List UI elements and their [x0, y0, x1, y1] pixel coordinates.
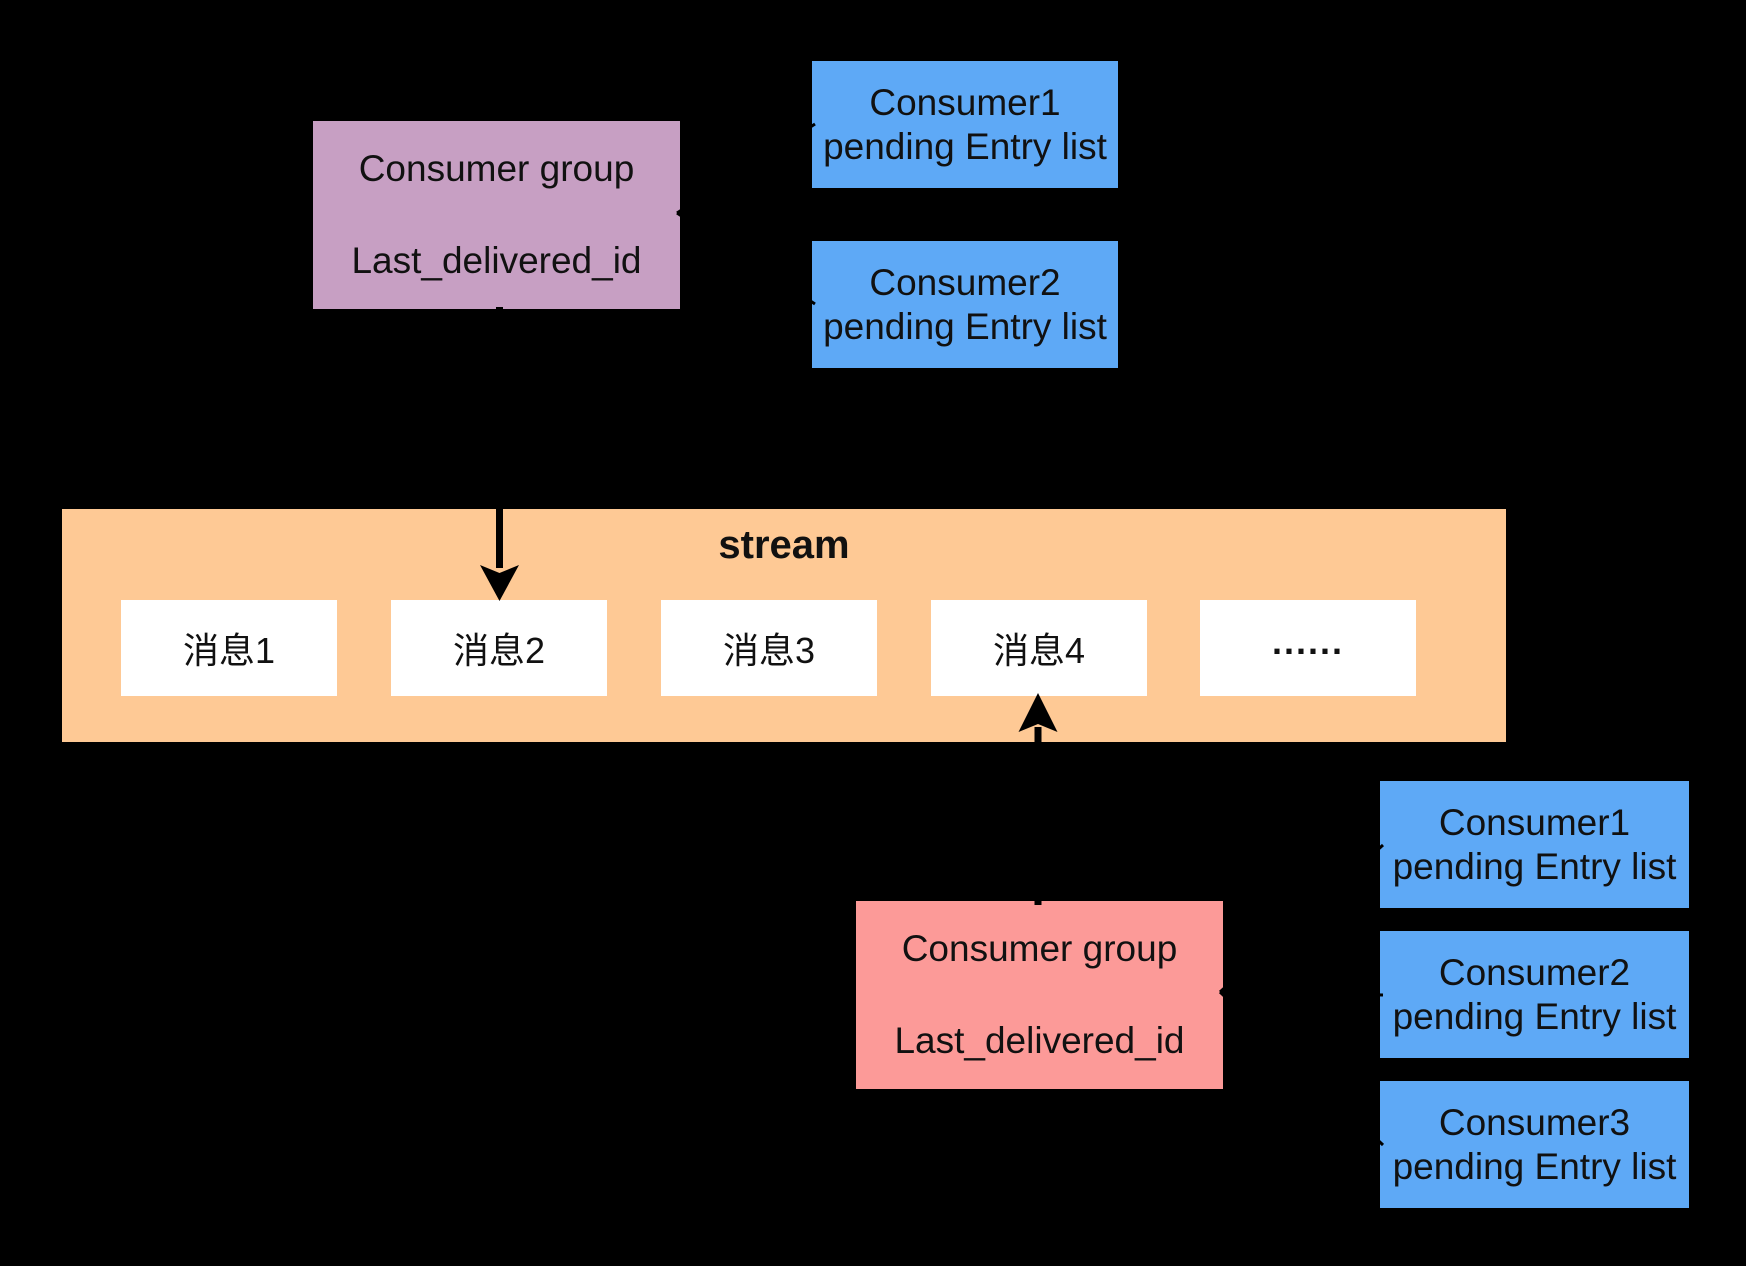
message-box-1: 消息1: [121, 600, 337, 696]
message-box-4: 消息4: [931, 600, 1147, 696]
ellipsis-label: ......: [1271, 620, 1344, 662]
pending-entry-list-label: pending Entry list: [1392, 995, 1677, 1037]
pending-entry-list-top-consumer2: Consumer2 pending Entry list: [812, 241, 1118, 368]
message-box-2: 消息2: [391, 600, 607, 696]
consumer-group-top-title: Consumer group: [358, 148, 635, 189]
pending-entry-list-label: pending Entry list: [1392, 845, 1677, 887]
message-label: 消息4: [992, 630, 1086, 671]
consumer-group-bottom-box: Consumer group Last_delivered_id: [856, 901, 1223, 1089]
message-box-3: 消息3: [661, 600, 877, 696]
consumer-group-bottom-last-delivered-id: Last_delivered_id: [894, 1020, 1185, 1061]
pending-entry-list-bottom-consumer1: Consumer1 pending Entry list: [1380, 781, 1689, 908]
pending-entry-list-label: pending Entry list: [823, 125, 1107, 167]
consumer-label: Consumer2: [869, 262, 1061, 304]
consumer-label: Consumer1: [1438, 802, 1631, 844]
pending-entry-list-bottom-consumer3: Consumer3 pending Entry list: [1380, 1081, 1689, 1208]
pending-entry-list-label: pending Entry list: [1392, 1145, 1677, 1187]
consumer-label: Consumer3: [1438, 1102, 1631, 1144]
connector-bottom-consumer1: [1218, 843, 1385, 994]
message-label: 消息2: [452, 630, 546, 671]
pending-entry-list-label: pending Entry list: [823, 305, 1107, 347]
message-label: 消息3: [722, 630, 816, 671]
connector-bottom-consumer3: [1218, 990, 1385, 1147]
consumer-group-bottom-title: Consumer group: [901, 928, 1178, 969]
stream-container: stream 消息1 消息2 消息3 消息4 ......: [62, 509, 1506, 742]
consumer-label: Consumer2: [1438, 952, 1631, 994]
message-label: 消息1: [182, 630, 276, 671]
connector-top-consumer1: [676, 122, 816, 215]
connector-bottom-consumer2: [1219, 990, 1384, 997]
message-box-ellipsis: ......: [1200, 600, 1416, 696]
consumer-label: Consumer1: [869, 82, 1061, 124]
pending-entry-list-top-consumer1: Consumer1 pending Entry list: [812, 61, 1118, 188]
pending-entry-list-bottom-consumer2: Consumer2 pending Entry list: [1380, 931, 1689, 1058]
consumer-group-top-box: Consumer group Last_delivered_id: [313, 121, 680, 309]
connector-top-consumer2: [676, 211, 816, 306]
stream-title: stream: [718, 523, 850, 567]
consumer-group-top-last-delivered-id: Last_delivered_id: [351, 240, 642, 281]
